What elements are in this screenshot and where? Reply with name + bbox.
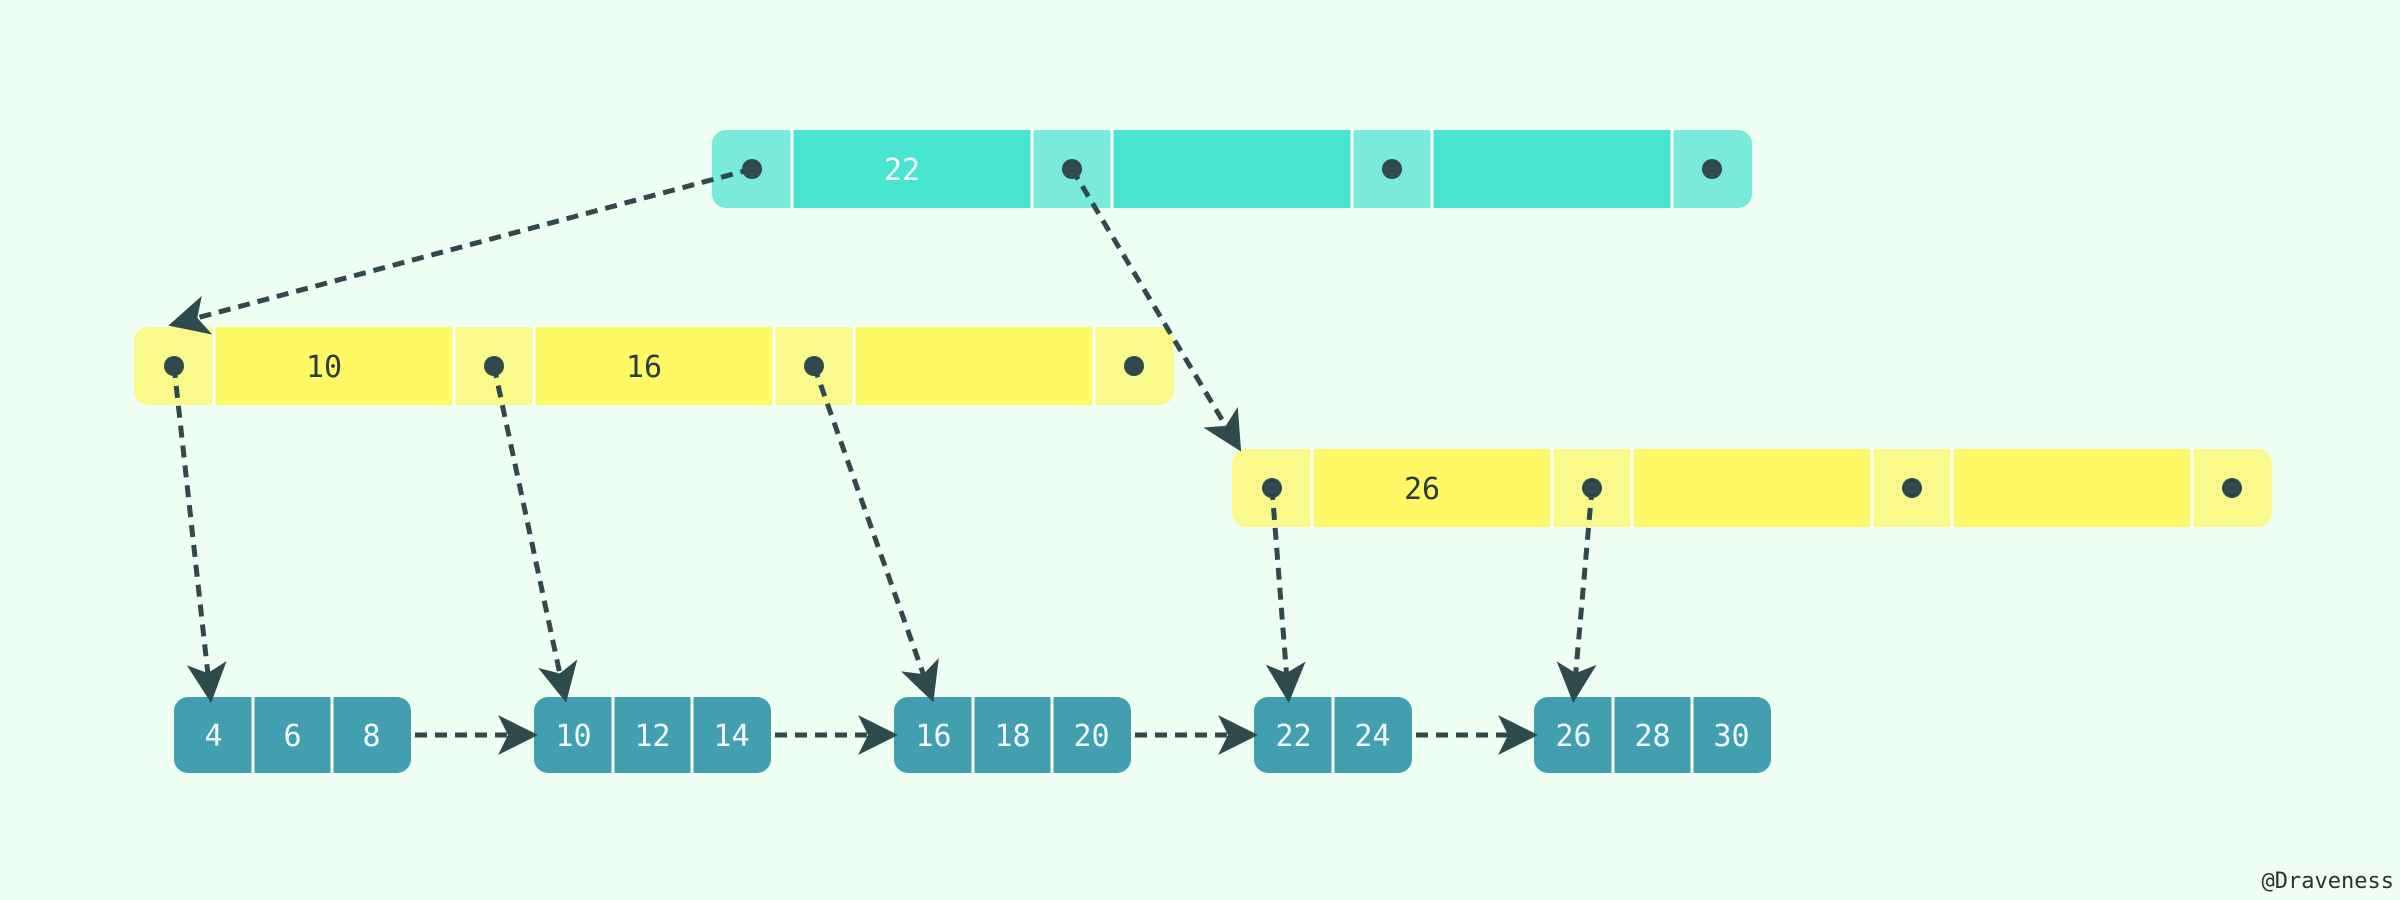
leaf-node-3-key-label: 20 xyxy=(1073,719,1109,754)
leaf-node-3: 16 18 20 xyxy=(894,697,1131,773)
leaf-node-4-key-label: 24 xyxy=(1354,719,1390,754)
leaf-node-2-key-label: 10 xyxy=(555,719,591,754)
leaf-node-5-cell xyxy=(1613,697,1692,773)
arrow-left-p2-to-leaf3 xyxy=(811,365,939,703)
internal-node-left-key-cell xyxy=(854,327,1094,405)
root-node-pointer-dot xyxy=(1702,159,1722,179)
internal-node-left-key-cell xyxy=(534,327,774,405)
leaf-node-1: 4 6 8 xyxy=(174,697,411,773)
arrow-root-to-left xyxy=(168,166,753,335)
internal-node-left: 10 16 xyxy=(134,327,1174,405)
internal-node-right-pointer-dot xyxy=(1902,478,1922,498)
leaf-node-4-cell xyxy=(1333,697,1412,773)
internal-node-right-key-label: 26 xyxy=(1404,472,1440,507)
leaf-node-3-cell xyxy=(1052,697,1131,773)
internal-node-right-key-cell xyxy=(1632,449,1872,527)
arrow-left-p0-to-leaf1 xyxy=(171,365,227,703)
leaf-node-3-key-label: 16 xyxy=(915,719,951,754)
internal-node-left-key-label: 10 xyxy=(306,350,342,385)
internal-node-right-pointer-dot xyxy=(2222,478,2242,498)
leaf-node-2-key-label: 14 xyxy=(713,719,749,754)
leaf-node-2-cell xyxy=(613,697,692,773)
internal-node-right-key-cell xyxy=(1312,449,1552,527)
leaf-node-3-key-label: 18 xyxy=(994,719,1030,754)
leaf-node-1-cell xyxy=(332,697,411,773)
leaf-node-3-cell xyxy=(894,697,973,773)
author-credit: @Draveness xyxy=(2261,869,2394,894)
leaf-node-1-cell xyxy=(253,697,332,773)
leaf-node-1-key-label: 8 xyxy=(362,719,380,754)
root-node-key-label: 22 xyxy=(884,153,920,188)
leaf-node-4-cell xyxy=(1254,697,1333,773)
leaf-node-1-key-label: 6 xyxy=(283,719,301,754)
leaf-node-5-key-label: 26 xyxy=(1555,719,1591,754)
internal-node-left-pointer-dot xyxy=(1124,356,1144,376)
arrow-left-p1-to-leaf2 xyxy=(491,365,578,703)
leaf-node-5-key-label: 30 xyxy=(1713,719,1749,754)
leaf-node-3-cell xyxy=(973,697,1052,773)
leaf-node-2-key-label: 12 xyxy=(634,719,670,754)
arrow-right-p1-to-leaf5 xyxy=(1556,487,1597,703)
internal-node-right: 26 xyxy=(1232,449,2272,527)
leaf-node-5-key-label: 28 xyxy=(1634,719,1670,754)
root-node-pointer-dot xyxy=(1382,159,1402,179)
leaf-node-4-key-label: 22 xyxy=(1275,719,1311,754)
internal-node-right-key-cell xyxy=(1952,449,2192,527)
root-node: 22 xyxy=(712,130,1752,208)
root-node-key-cell xyxy=(1112,130,1352,208)
internal-node-left-key-label: 16 xyxy=(626,350,662,385)
leaf-node-5-cell xyxy=(1692,697,1771,773)
root-node-key-cell xyxy=(1432,130,1672,208)
leaf-node-2-cell xyxy=(534,697,613,773)
leaf-node-5-cell xyxy=(1534,697,1613,773)
leaf-node-5: 26 28 30 xyxy=(1534,697,1771,773)
arrow-root-to-right xyxy=(1069,167,1242,452)
leaf-node-1-key-label: 4 xyxy=(204,719,222,754)
arrow-right-p0-to-leaf4 xyxy=(1265,487,1306,703)
internal-node-left-key-cell xyxy=(214,327,454,405)
leaf-node-4: 22 24 xyxy=(1254,697,1412,773)
root-node-key-cell xyxy=(792,130,1032,208)
leaf-node-2-cell xyxy=(692,697,771,773)
leaf-node-1-cell xyxy=(174,697,253,773)
leaf-node-2: 10 12 14 xyxy=(534,697,771,773)
